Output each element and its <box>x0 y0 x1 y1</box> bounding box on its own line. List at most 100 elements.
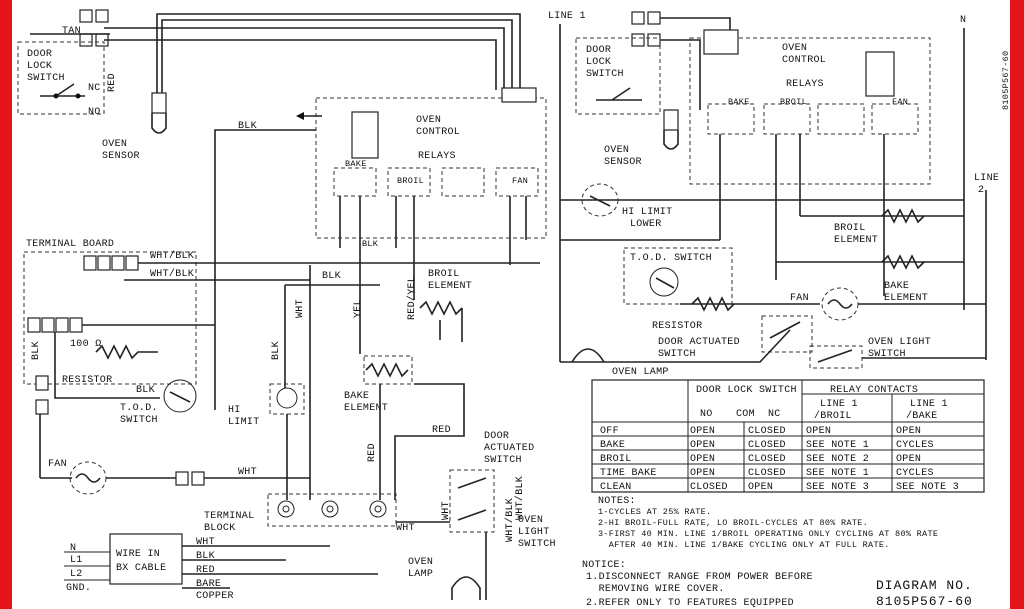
notice-heading: NOTICE: <box>582 560 626 571</box>
nc-label: NC <box>88 83 101 94</box>
fan-relay <box>495 167 539 197</box>
svg-text:100 Ω: 100 Ω <box>70 339 102 350</box>
table-row-mode: CLEAN <box>600 482 632 493</box>
right-oven-lamp: OVEN LAMP <box>612 367 669 378</box>
oven-light-label-2: LIGHT <box>518 527 550 538</box>
right-bake-relay: BAKE <box>728 97 750 107</box>
door-lock-label-3: SWITCH <box>27 73 65 84</box>
control-transformer <box>351 111 379 159</box>
table-row-nc: OPEN <box>748 482 773 493</box>
bx-color-blk: BLK <box>196 551 215 562</box>
bx-color-bare: BARE <box>196 579 221 590</box>
bx-label-2: BX CABLE <box>116 563 166 574</box>
bake-element-box <box>363 355 413 385</box>
note-line: AFTER 40 MIN. LINE 1/BAKE CYCLING ONLY A… <box>598 540 890 550</box>
table-col-nc: NC <box>768 409 781 420</box>
bake-element-label-1: BAKE <box>344 391 369 402</box>
table-row-broil: SEE NOTE 3 <box>806 482 869 493</box>
fan-relay-label: FAN <box>512 176 528 186</box>
table-row-bake: OPEN <box>896 454 921 465</box>
table-col-bake-1: LINE 1 <box>910 399 948 410</box>
diagram-no-label: DIAGRAM NO. <box>876 578 973 593</box>
oven-control-board <box>315 97 547 239</box>
table-row-nc: CLOSED <box>748 426 786 437</box>
table-col-bake-2: /BAKE <box>906 410 938 422</box>
oven-sensor-label-1: OVEN <box>102 139 127 150</box>
right-oven-sensor-1: OVEN <box>604 145 629 156</box>
right-broil-element-1: BROIL <box>834 223 866 234</box>
table-row-mode: TIME BAKE <box>600 468 657 479</box>
note-line: 1-CYCLES AT 25% RATE. <box>598 507 711 517</box>
red-horizontal-label: RED <box>432 425 451 436</box>
door-actuated-label-2: ACTUATED <box>484 443 534 454</box>
door-lock-label-2: LOCK <box>27 61 52 72</box>
oven-light-label-3: SWITCH <box>518 539 556 550</box>
terminal-square <box>79 9 93 23</box>
hi-limit-lower-2: LOWER <box>630 219 662 230</box>
red-yel-label: RED/YEL <box>406 276 418 320</box>
wht-tb-label: WHT <box>396 523 415 534</box>
table-row-bake: SEE NOTE 3 <box>896 482 959 493</box>
table-row-bake: CYCLES <box>896 440 934 451</box>
table-row-broil: SEE NOTE 1 <box>806 440 869 451</box>
notice-line: REMOVING WIRE COVER. <box>586 584 725 595</box>
terminal-square <box>95 9 109 23</box>
table-col-broil-1: LINE 1 <box>820 399 858 410</box>
right-bake-element-1: BAKE <box>884 281 909 292</box>
right-broil-element-2: ELEMENT <box>834 235 878 246</box>
terminal-square <box>79 33 93 47</box>
table-col-com: COM <box>736 409 755 420</box>
table-row-door: OPEN <box>690 440 715 451</box>
right-oven-control-2: CONTROL <box>782 55 826 66</box>
tan-label: TAN <box>62 26 81 37</box>
right-fan-label: FAN <box>790 293 809 304</box>
table-row-bake: CYCLES <box>896 468 934 479</box>
wht-vertical-label: WHT <box>295 299 306 318</box>
right-oven-light-1: OVEN LIGHT <box>868 337 931 348</box>
table-row-mode: BROIL <box>600 454 632 465</box>
bx-color-copper: COPPER <box>196 591 234 602</box>
note-line: 3-FIRST 40 MIN. LINE 1/BROIL OPERATING O… <box>598 529 938 539</box>
oven-control-label-2: CONTROL <box>416 127 460 138</box>
oven-sensor-label-2: SENSOR <box>102 151 140 162</box>
bx-cable-box <box>109 533 183 585</box>
bx-color-red: RED <box>196 565 215 576</box>
hi-limit-lower-1: HI LIMIT <box>622 207 672 218</box>
broil-element-label-1: BROIL <box>428 269 460 280</box>
wht-blk-label-2: WHT/BLK <box>150 268 194 280</box>
relays-label: RELAYS <box>418 151 456 162</box>
right-door-lock-3: SWITCH <box>586 69 624 80</box>
right-broil-relay: BROIL <box>780 97 807 107</box>
fan-label: FAN <box>48 459 67 470</box>
right-oven-sensor-2: SENSOR <box>604 157 642 168</box>
hi-limit-label-2: LIMIT <box>228 417 260 428</box>
table-row-nc: CLOSED <box>748 454 786 465</box>
table-col-no: NO <box>700 409 713 420</box>
table-row-bake: OPEN <box>896 426 921 437</box>
door-actuated-label-3: SWITCH <box>484 455 522 466</box>
right-door-lock-box <box>575 37 661 115</box>
line2-label-1: LINE <box>974 173 999 184</box>
right-schematic: LINE 1 N LINE 2 8105P567-60 DOOR LOCK SW… <box>548 11 1011 378</box>
blk-side-label: BLK <box>31 341 42 360</box>
left-schematic: TAN DOOR LOCK SWITCH NC NO RED OVEN SENS… <box>17 9 556 602</box>
oven-lamp-label-1: OVEN <box>408 557 433 568</box>
oven-lamp-bulb <box>451 576 481 600</box>
svg-text:BLK: BLK <box>362 239 379 249</box>
oven-control-label-1: OVEN <box>416 115 441 126</box>
right-oven-control <box>689 37 931 185</box>
notice-line: 2.REFER ONLY TO FEATURES EQUIPPED <box>586 598 794 609</box>
broil-element-label-2: ELEMENT <box>428 281 472 292</box>
table-door-lock-header: DOOR LOCK SWITCH <box>696 385 797 396</box>
bx-row-l2: L2 <box>70 569 83 580</box>
bx-row-gnd: GND. <box>66 583 91 594</box>
tod-label-1: T.O.D. <box>120 403 158 414</box>
spare-relay <box>441 167 485 197</box>
right-door-actuated-2: SWITCH <box>658 349 696 360</box>
bx-color-wht: WHT <box>196 537 215 548</box>
right-tod-label: T.O.D. SWITCH <box>630 253 712 264</box>
door-lock-switch-box <box>17 41 105 115</box>
blk-mid-label: BLK <box>322 271 341 282</box>
table-row-mode: BAKE <box>600 440 625 451</box>
